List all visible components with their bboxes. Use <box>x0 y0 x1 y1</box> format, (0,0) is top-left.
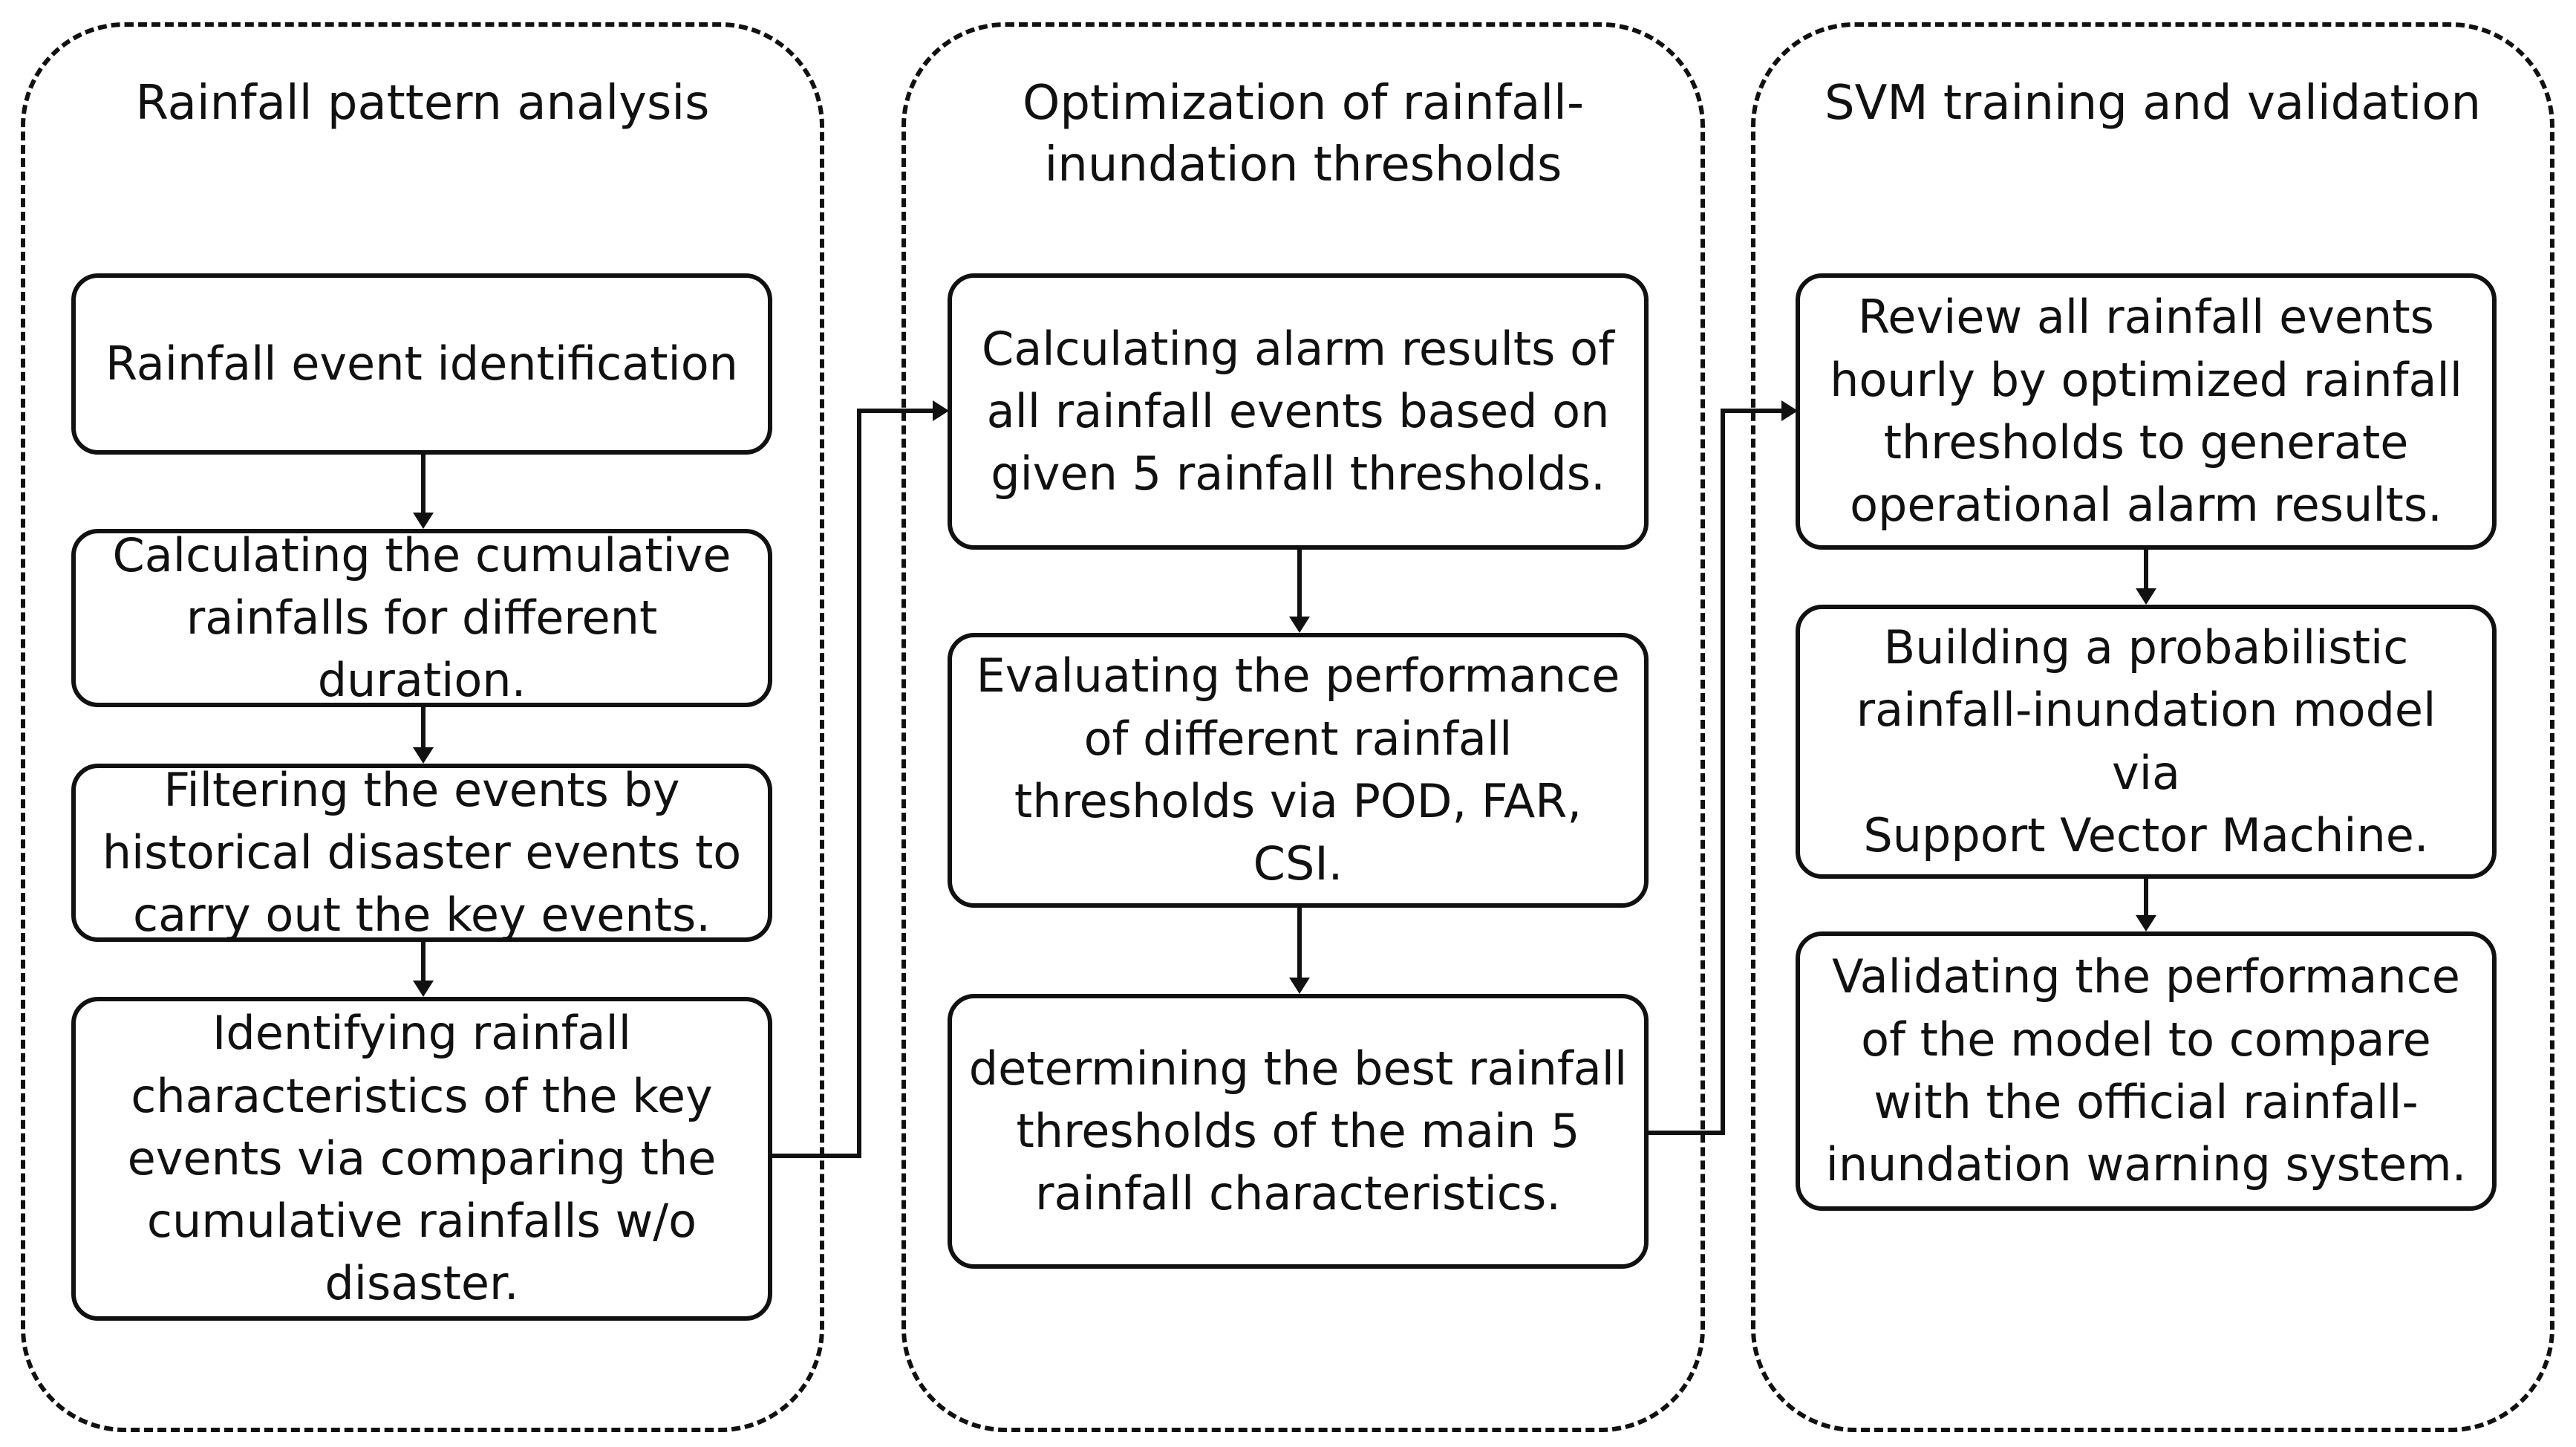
group-title-svm-training-validation: SVM training and validation <box>1824 76 2482 131</box>
step-review-rainfall-events: Review all rainfall events hourly by opt… <box>1796 273 2497 550</box>
arrowhead-2-1 <box>1289 617 1310 633</box>
connector-col1-to-col2 <box>772 409 936 1158</box>
arrowhead-1-3 <box>413 981 434 997</box>
group-threshold-optimization <box>901 22 1705 1432</box>
arrowhead-3-1 <box>2136 588 2156 605</box>
step-building-probabilistic-model: Building a probabilistic rainfall-inunda… <box>1796 605 2497 879</box>
step-determining-best-thresholds: determining the best rainfall thresholds… <box>948 994 1649 1269</box>
step-validating-model-performance: Validating the performance of the model … <box>1796 931 2497 1211</box>
group-rainfall-pattern-analysis <box>21 22 824 1432</box>
arrowhead-col2-to-col3 <box>1781 400 1798 421</box>
group-title-threshold-optimization: Optimization of rainfall- inundation thr… <box>1022 76 1585 193</box>
group-svm-training-validation <box>1751 22 2554 1432</box>
step-calculating-alarm-results: Calculating alarm results of all rainfal… <box>948 273 1649 550</box>
step-calculating-cumulative-rainfalls: Calculating the cumulative rainfalls for… <box>71 528 772 707</box>
step-filtering-events: Filtering the events by historical disas… <box>71 763 772 942</box>
arrowhead-col1-to-col2 <box>933 400 949 421</box>
step-identifying-rainfall-characteristics: Identifying rainfall characteristics of … <box>71 997 772 1321</box>
step-evaluating-performance: Evaluating the performance of different … <box>948 633 1649 908</box>
arrowhead-1-2 <box>413 747 434 764</box>
arrowhead-2-2 <box>1289 978 1310 994</box>
group-title-rainfall-pattern-analysis: Rainfall pattern analysis <box>135 76 710 131</box>
arrowhead-1-1 <box>413 513 434 529</box>
step-rainfall-event-identification: Rainfall event identification <box>71 273 772 455</box>
arrowhead-3-2 <box>2136 915 2156 931</box>
